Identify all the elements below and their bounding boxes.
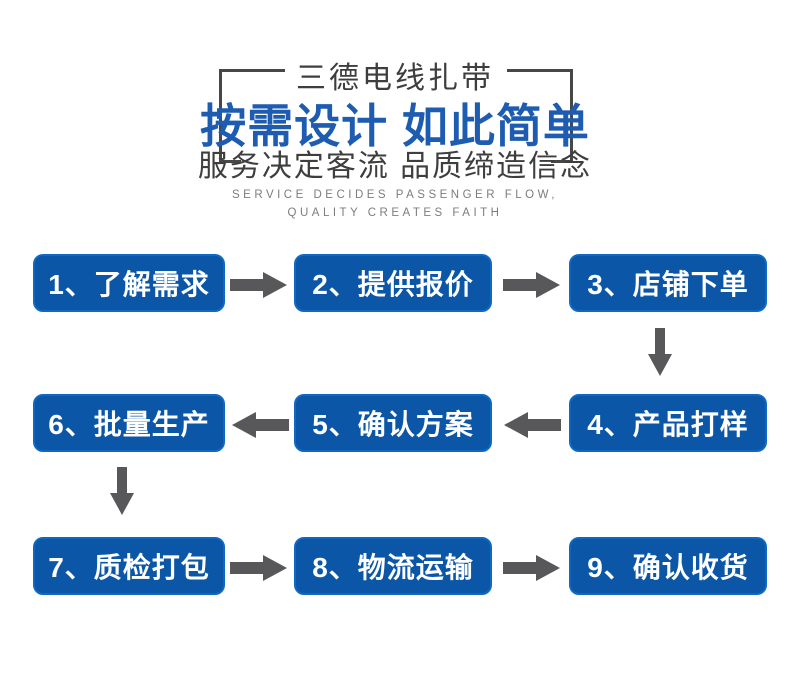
step-label-3: 3、店铺下单 bbox=[587, 269, 749, 300]
arrow-right-icon bbox=[230, 555, 287, 581]
arrow-right-icon bbox=[503, 555, 560, 581]
step-label-9: 9、确认收货 bbox=[587, 552, 749, 583]
step-box-5: 5、确认方案 bbox=[294, 394, 492, 452]
step-box-4: 4、产品打样 bbox=[569, 394, 767, 452]
step-box-1: 1、了解需求 bbox=[33, 254, 225, 312]
bracket-left-vertical bbox=[219, 69, 222, 163]
step-box-3: 3、店铺下单 bbox=[569, 254, 767, 312]
brand-name: 三德电线扎带 bbox=[296, 62, 494, 95]
step-box-2: 2、提供报价 bbox=[294, 254, 492, 312]
bracket-right-bottom-stub bbox=[551, 160, 573, 163]
step-label-5: 5、确认方案 bbox=[312, 409, 474, 440]
bracket-left-top-arm bbox=[219, 69, 285, 72]
step-label-8: 8、物流运输 bbox=[312, 552, 474, 583]
arrow-left-icon bbox=[504, 412, 561, 438]
step-box-9: 9、确认收货 bbox=[569, 537, 767, 595]
english-tagline-line1: SERVICE DECIDES PASSENGER FLOW, bbox=[232, 189, 558, 201]
step-label-4: 4、产品打样 bbox=[587, 409, 749, 440]
arrow-right-icon bbox=[503, 272, 560, 298]
step-label-6: 6、批量生产 bbox=[48, 409, 210, 440]
step-box-6: 6、批量生产 bbox=[33, 394, 225, 452]
bracket-right-top-arm bbox=[507, 69, 573, 72]
arrow-left-icon bbox=[232, 412, 289, 438]
sub-title: 服务决定客流 品质缔造信念 bbox=[197, 150, 593, 183]
step-label-7: 7、质检打包 bbox=[48, 552, 210, 583]
arrow-down-icon bbox=[648, 328, 672, 376]
bracket-left-bottom-stub bbox=[219, 160, 241, 163]
bracket-right-vertical bbox=[570, 69, 573, 163]
step-box-7: 7、质检打包 bbox=[33, 537, 225, 595]
english-tagline-line2: QUALITY CREATES FAITH bbox=[287, 207, 503, 219]
step-box-8: 8、物流运输 bbox=[294, 537, 492, 595]
step-label-1: 1、了解需求 bbox=[48, 269, 210, 300]
step-label-2: 2、提供报价 bbox=[312, 269, 474, 300]
main-title: 按需设计 如此简单 bbox=[200, 100, 590, 152]
arrow-down-icon bbox=[110, 467, 134, 515]
arrow-right-icon bbox=[230, 272, 287, 298]
